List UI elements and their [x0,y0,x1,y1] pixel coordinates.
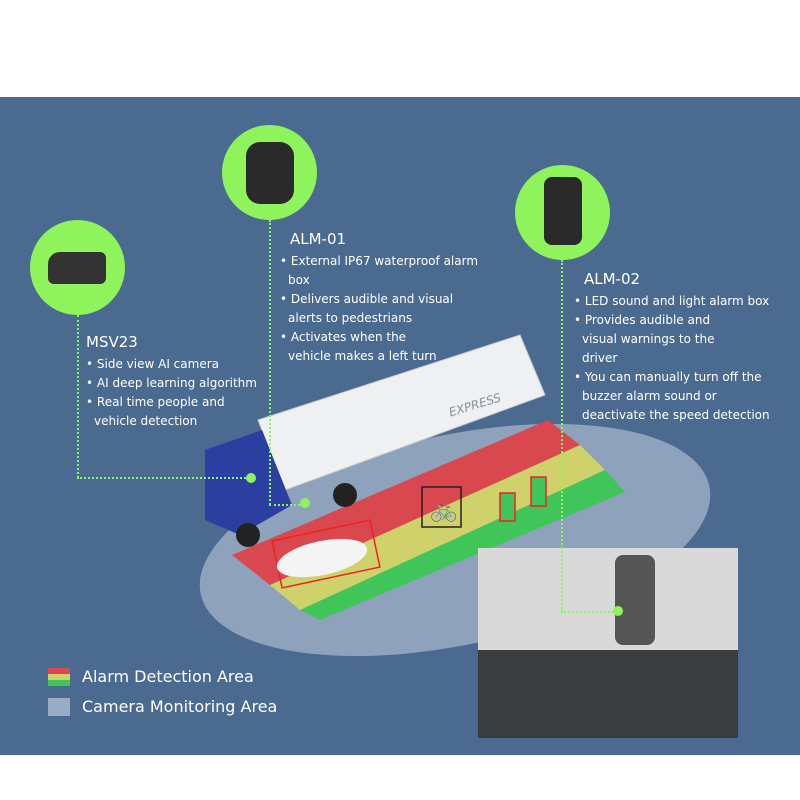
camera-icon [48,252,106,284]
cyclist-detection-box [421,486,462,528]
connector-line [269,504,304,506]
alm02-alarm-image [515,165,610,260]
connector-line [561,260,563,612]
monitoring-area-swatch [48,697,70,716]
connector-line [77,477,250,479]
bullet: Activates when the vehicle makes a left … [280,328,450,366]
legend-monitoring-area: Camera Monitoring Area [48,697,277,716]
pedestrian-detection-box [530,476,547,507]
msv23-camera-image [30,220,125,315]
alarm-box-icon [543,177,582,245]
msv23-description: MSV23 Side view AI cameraAI deep learnin… [86,333,266,431]
msv23-location-dot [246,473,256,483]
bullet: LED sound and light alarm box [574,292,784,311]
bullet: Delivers audible and visual alerts to pe… [280,290,480,328]
alm01-location-dot [300,498,310,508]
product-title: ALM-02 [584,270,641,288]
alm02-location-dot [613,606,623,616]
alarm-zone-green [300,470,625,620]
alm02-description: ALM-02 LED sound and light alarm boxProv… [574,270,784,425]
bullet: AI deep learning algorithm [86,374,266,393]
alm01-description: ALM-01 External IP67 waterproof alarm bo… [280,230,495,366]
bullet: Side view AI camera [86,355,266,374]
product-title: ALM-01 [290,230,347,248]
legend-label: Camera Monitoring Area [82,697,278,716]
alm01-alarm-image [222,125,317,220]
bullet: You can manually turn off the buzzer ala… [574,368,779,425]
bullet: External IP67 waterproof alarm box [280,252,495,290]
legend-alarm-area: Alarm Detection Area [48,667,254,686]
product-title: MSV23 [86,333,138,351]
truck-wheel [236,523,260,547]
truck-wheel [333,483,357,507]
connector-line [561,611,617,613]
bullet: Real time people and vehicle detection [86,393,236,431]
legend-label: Alarm Detection Area [82,667,254,686]
alarm-area-swatch [48,667,70,686]
car [276,538,368,578]
alarm-box-icon [245,142,294,204]
connector-line [77,315,79,478]
pedestrian-detection-box [499,492,516,522]
svg-text:🚲: 🚲 [430,498,457,523]
connector-line [269,220,271,505]
bullet: Provides audible and visual warnings to … [574,311,744,368]
car-detection-box [271,519,381,589]
